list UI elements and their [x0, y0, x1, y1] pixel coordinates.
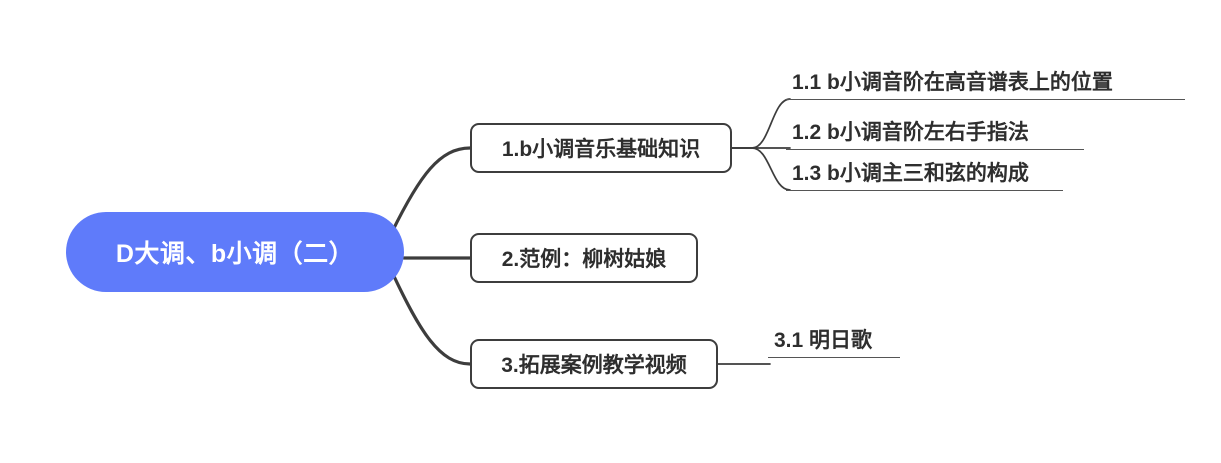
leaf-node-1-3-label: 1.3 b小调主三和弦的构成 — [792, 162, 1029, 185]
leaf-node-3-1-label: 3.1 明日歌 — [774, 329, 873, 352]
root-node-label: D大调、b小调（二） — [115, 240, 355, 268]
branch-node-2-label: 2.范例：柳树姑娘 — [501, 248, 667, 271]
branch-node-1-label: 1.b小调音乐基础知识 — [501, 138, 701, 161]
branch-node-3-label: 3.拓展案例教学视频 — [501, 354, 687, 377]
connector-root-to-branch-1 — [390, 146, 472, 234]
leaf-node-1-2-label: 1.2 b小调音阶左右手指法 — [792, 121, 1029, 144]
leaf-node-1-1-label: 1.1 b小调音阶在高音谱表上的位置 — [792, 71, 1113, 94]
root-node[interactable]: D大调、b小调（二） — [66, 212, 404, 292]
branch-node-3[interactable]: 3.拓展案例教学视频 — [470, 339, 718, 389]
leaf-node-1-2[interactable]: 1.2 b小调音阶左右手指法 — [786, 116, 1084, 150]
connector-branch-1-to-leaf-1-3 — [731, 147, 791, 191]
branch-node-1[interactable]: 1.b小调音乐基础知识 — [470, 123, 732, 173]
connector-branch-1-to-leaf-1-1 — [731, 98, 791, 149]
leaf-node-3-1[interactable]: 3.1 明日歌 — [768, 324, 900, 358]
branch-node-2[interactable]: 2.范例：柳树姑娘 — [470, 233, 698, 283]
leaf-node-1-3[interactable]: 1.3 b小调主三和弦的构成 — [786, 157, 1063, 191]
leaf-node-1-1[interactable]: 1.1 b小调音阶在高音谱表上的位置 — [786, 66, 1185, 100]
connector-root-to-branch-3 — [390, 270, 472, 366]
